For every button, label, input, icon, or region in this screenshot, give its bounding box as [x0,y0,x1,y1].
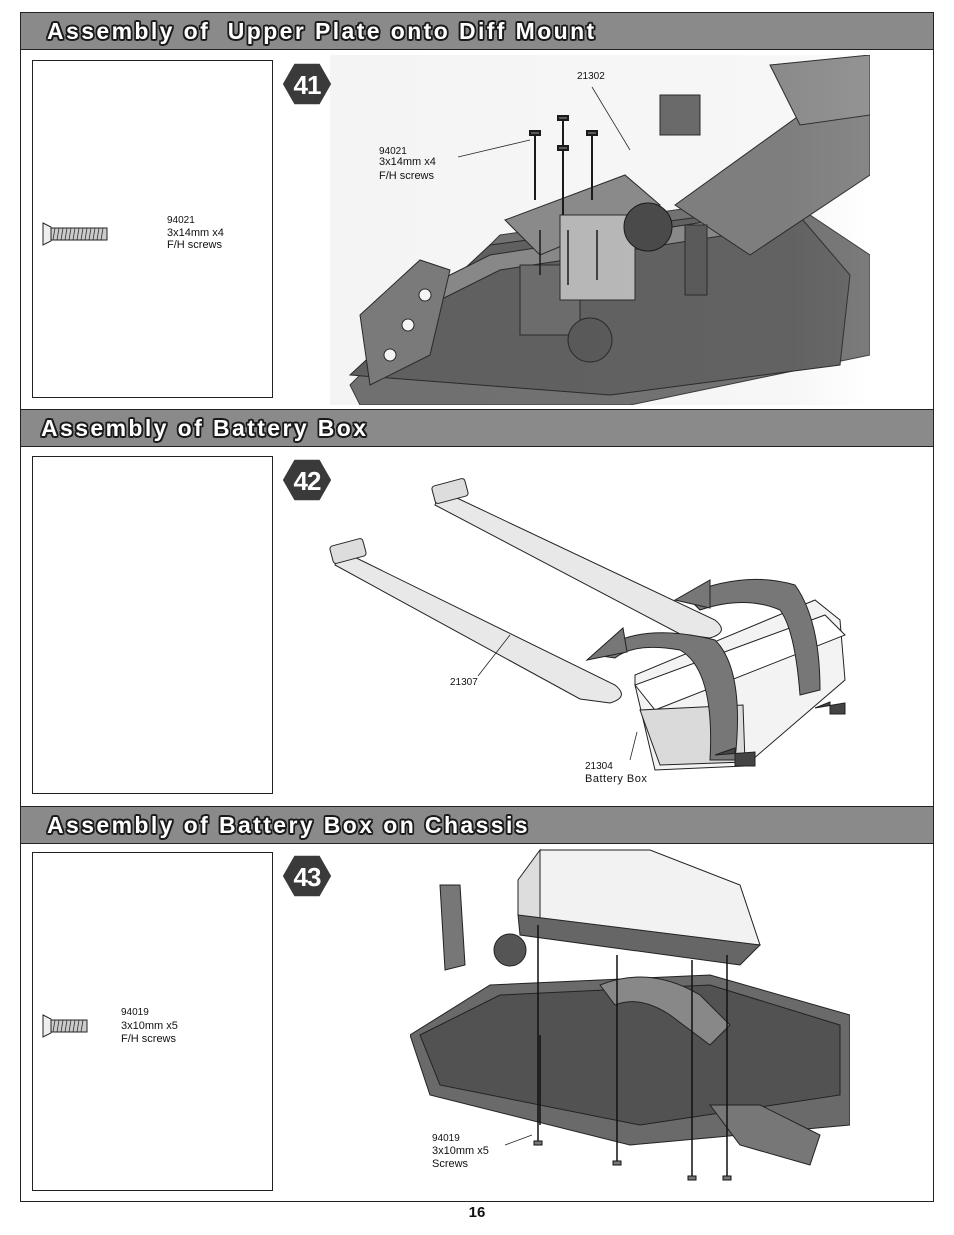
step-number: 41 [293,70,322,100]
section-title: Assembly of Battery Box [41,415,369,441]
parts-box-step-41: 94021 3x14mm x4 F/H screws [32,60,273,398]
part-desc: F/H screws [121,1033,176,1045]
battery-on-chassis-diagram [410,848,850,1181]
section-header-battery-box-chassis: Assembly of Battery Box on Chassis [20,806,934,844]
section-header-battery-box: Assembly of Battery Box [20,409,934,447]
section-header-upper-plate: Assembly of Upper Plate onto Diff Mount [20,12,934,50]
section-title: Assembly of Battery Box on Chassis [47,812,530,838]
callout-plate-code: 21302 [577,71,605,82]
hexagon-icon [282,62,332,106]
parts-box-step-42 [32,456,273,794]
hexagon-icon [282,854,332,898]
step-badge-41: 41 [282,62,332,106]
callout-strap-code: 21307 [450,677,478,688]
step-badge-43: 43 [282,854,332,898]
callout-box-code: 21304 [585,761,613,772]
callout-screw-size: 3x14mm x4 [379,156,436,168]
callout-screw-size: 3x10mm x5 [432,1145,489,1157]
battery-box-diagram [329,478,846,771]
step-number: 42 [293,466,322,496]
part-desc: F/H screws [167,239,222,251]
callout-screw-desc: Screws [432,1158,469,1170]
callout-screw-code: 94021 [379,146,407,157]
section-title: Assembly of Upper Plate onto Diff Mount [47,18,597,44]
parts-box-step-43: 94019 3x10mm x5 F/H screws [32,852,273,1191]
page-number: 16 [468,1204,486,1221]
part-size: 3x14mm x4 [167,227,224,239]
part-size: 3x10mm x5 [121,1020,178,1032]
upper-plate-diagram [330,55,870,405]
step-badge-42: 42 [282,458,332,502]
callout-box-name: Battery Box [585,773,648,785]
step-number: 43 [293,862,322,892]
hexagon-icon [282,458,332,502]
screw-3x14-icon [42,222,108,246]
callout-screw-code: 94019 [432,1133,460,1144]
callout-screw-desc: F/H screws [379,170,434,182]
part-code: 94021 [167,215,195,226]
screw-3x10-icon [42,1014,88,1038]
part-code: 94019 [121,1007,149,1018]
